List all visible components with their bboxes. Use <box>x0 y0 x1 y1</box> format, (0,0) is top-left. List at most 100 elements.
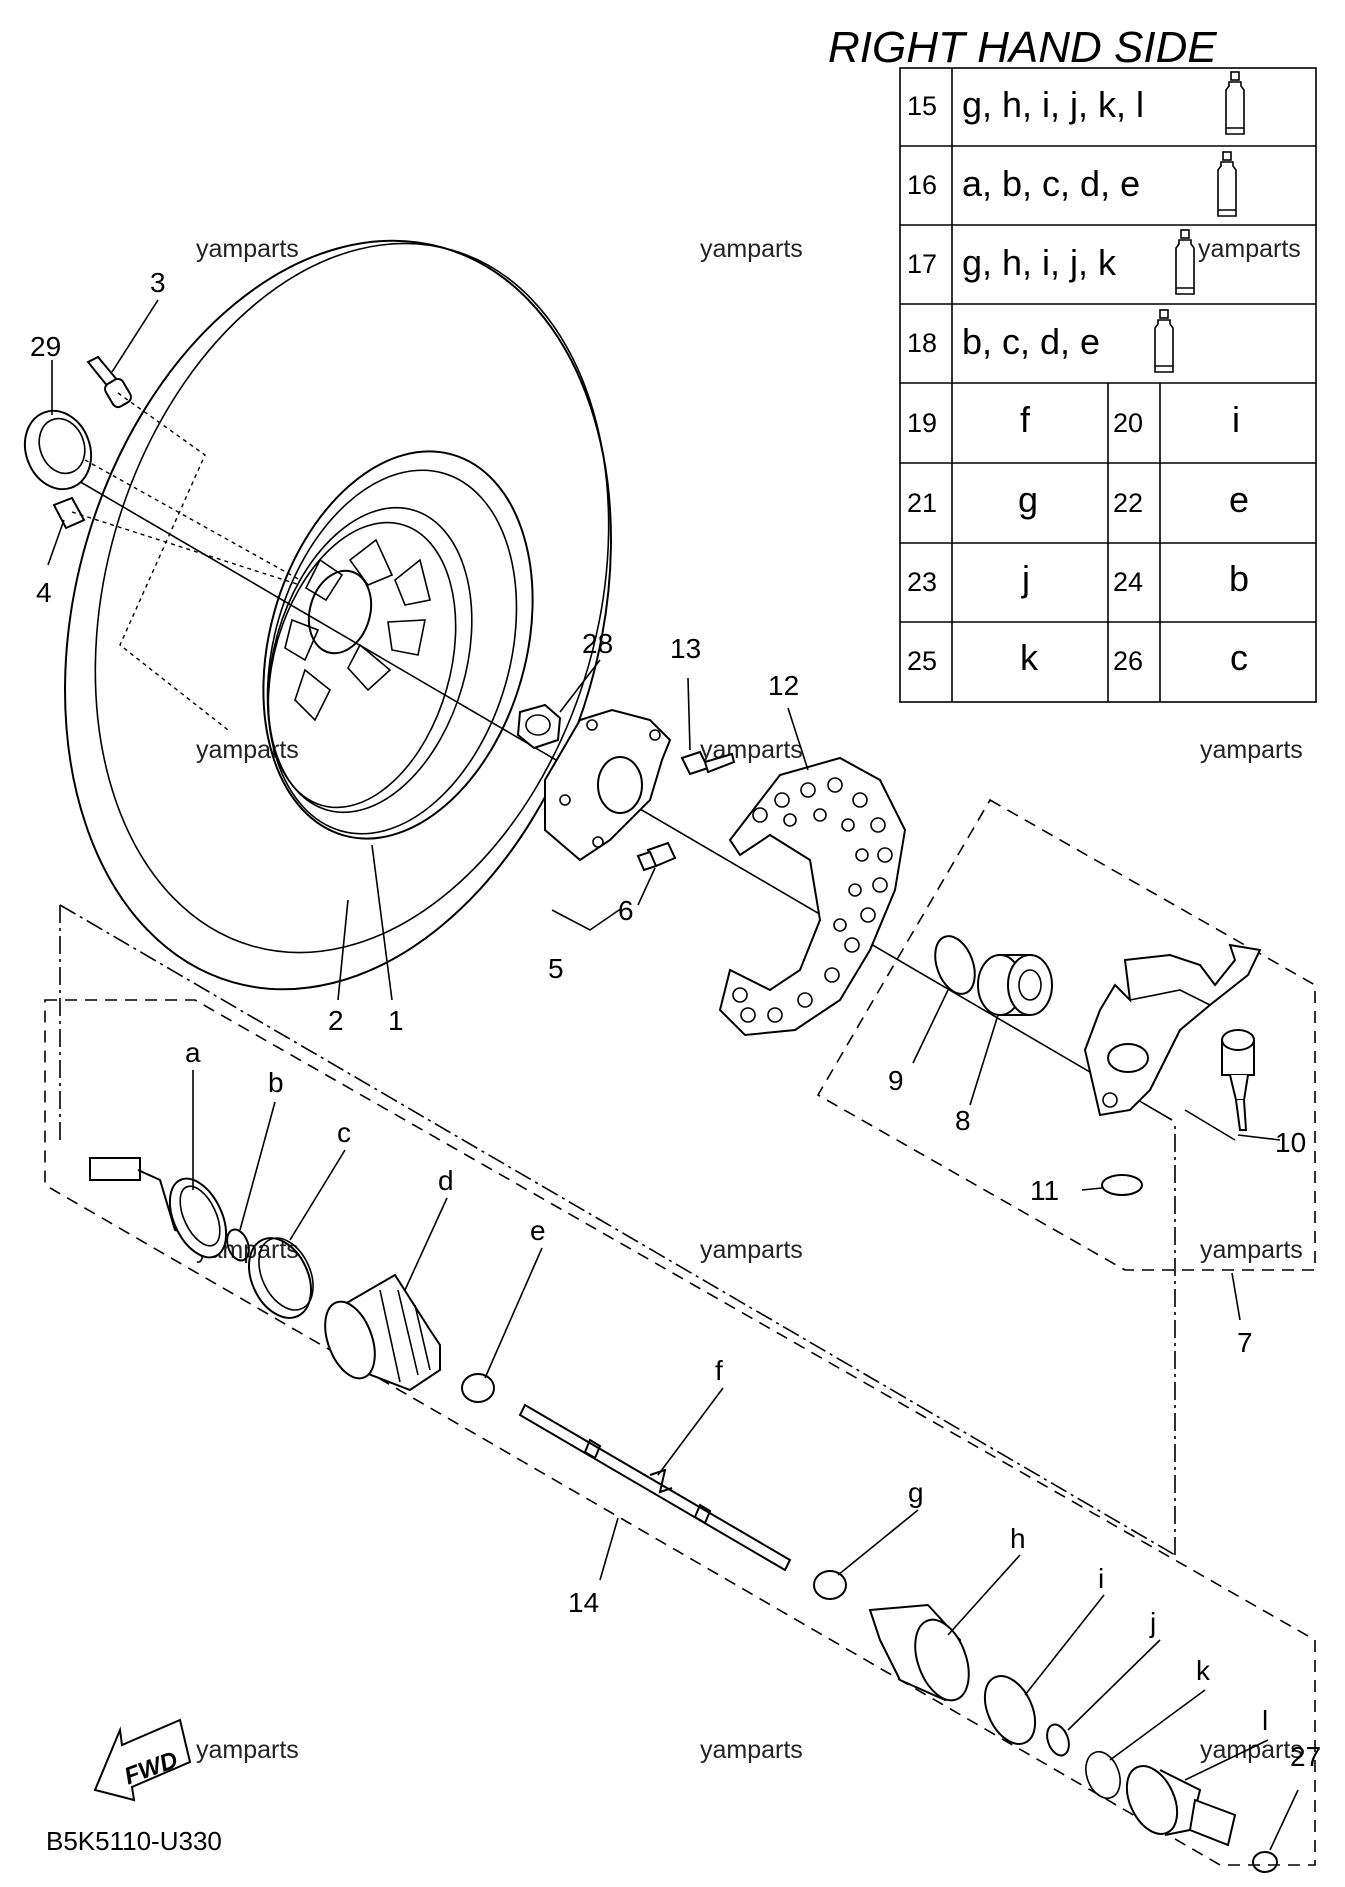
cv-joint-inner <box>1125 1765 1237 1847</box>
callout-4: 4 <box>36 577 52 608</box>
kit-table: 15 g, h, i, j, k, l 16 a, b, c, d, e 17 … <box>899 67 1317 703</box>
kit-pair-number: 24 <box>1113 567 1143 597</box>
kit-pair-letter: j <box>1021 558 1030 599</box>
callout-8: 8 <box>955 1105 971 1136</box>
callout-11: 11 <box>1030 1175 1059 1206</box>
kit-pair-letter: f <box>1020 399 1031 440</box>
grease-tube-icon <box>1154 309 1174 373</box>
kit-pair-letter: i <box>1232 399 1240 440</box>
callout-a: a <box>185 1037 201 1068</box>
callout-g: g <box>908 1477 924 1508</box>
disc-bolt <box>680 750 736 776</box>
boot-band-e <box>461 1373 495 1403</box>
diagram-code: B5K5110-U330 <box>46 1826 222 1856</box>
fwd-label: FWD <box>121 1746 182 1790</box>
callout-14: 14 <box>568 1587 599 1618</box>
brake-disc <box>718 756 907 1037</box>
snap-ring <box>1101 1174 1143 1196</box>
grease-tube-icon <box>1225 71 1245 135</box>
watermark-text: yamparts <box>700 235 803 263</box>
kit-pair-number: 23 <box>907 567 937 597</box>
kit-pair-number: 25 <box>907 646 937 676</box>
watermark-text: yamparts <box>196 235 299 263</box>
stud-bolt <box>636 841 677 872</box>
watermark-text: yamparts <box>196 736 299 764</box>
watermark-text: yamparts <box>700 1236 803 1264</box>
callout-3: 3 <box>150 267 166 298</box>
grease-tube-icon <box>1217 151 1237 217</box>
kit-pair-letter: g <box>1018 479 1038 520</box>
axle-nut <box>516 703 562 750</box>
valve-stem <box>86 355 132 409</box>
boot-band-i <box>983 1675 1037 1745</box>
callout-10: 10 <box>1275 1127 1306 1158</box>
kit-pair-number: 26 <box>1113 646 1143 676</box>
tire <box>64 239 612 991</box>
callout-7: 7 <box>1237 1327 1253 1358</box>
valve-cap <box>52 496 86 530</box>
callout-5: 5 <box>548 953 564 984</box>
callout-d: d <box>438 1165 454 1196</box>
callout-h: h <box>1010 1523 1026 1554</box>
callout-i: i <box>1098 1563 1104 1594</box>
kit-pair-letter: k <box>1020 637 1039 678</box>
kit-pair-letter: e <box>1229 479 1249 520</box>
callout-f: f <box>715 1355 723 1386</box>
kit-pair-letter: b <box>1229 558 1249 599</box>
callout-29: 29 <box>30 331 61 362</box>
kit-row-letters: g, h, i, j, k <box>962 242 1117 283</box>
kit-pair-number: 19 <box>907 408 937 438</box>
kit-pair-number: 20 <box>1113 408 1143 438</box>
callout-c: c <box>337 1117 351 1148</box>
boot-band-c <box>248 1237 314 1319</box>
callout-12: 12 <box>768 670 799 701</box>
circlip-27 <box>1252 1851 1278 1873</box>
watermark-text: yamparts <box>1200 1736 1303 1764</box>
steering-knuckle <box>1083 943 1262 1117</box>
watermark-text: yamparts <box>196 1736 299 1764</box>
kit-row-letters: g, h, i, j, k, l <box>962 84 1144 125</box>
kit-row-letters: b, c, d, e <box>962 321 1100 362</box>
cv-joint-outer <box>89 1157 228 1259</box>
kit-row-number: 15 <box>907 91 937 121</box>
watermark-text: yamparts <box>1198 235 1301 263</box>
wheel-bearing <box>977 954 1053 1016</box>
drive-shaft <box>518 1403 792 1572</box>
kit-row-number: 18 <box>907 328 937 358</box>
boot-band-g <box>813 1570 847 1600</box>
leader-lines <box>47 299 1299 1851</box>
kit-pair-letter: c <box>1230 637 1248 678</box>
circlip-j <box>1046 1723 1070 1757</box>
dust-boot-d <box>324 1273 441 1392</box>
watermark-text: yamparts <box>700 1736 803 1764</box>
kit-row-letters: a, b, c, d, e <box>962 163 1140 204</box>
watermark-text: yamparts <box>1200 736 1303 764</box>
dust-boot-h <box>868 1603 970 1702</box>
circlip-b <box>226 1228 250 1262</box>
callout-2: 2 <box>328 1005 344 1036</box>
wheel-rim <box>262 450 534 840</box>
grease-tube-icon <box>1175 229 1195 295</box>
callout-e: e <box>530 1215 546 1246</box>
callout-b: b <box>268 1067 284 1098</box>
circlip <box>934 935 976 995</box>
kit-row-number: 16 <box>907 170 937 200</box>
ball-joint <box>1221 1029 1255 1131</box>
callout-labels: 3 29 4 2 1 28 13 12 6 5 9 8 10 11 7 14 2… <box>30 267 1321 1772</box>
diagram-title: RIGHT HAND SIDE <box>828 23 1217 72</box>
callout-l: l <box>1262 1705 1268 1736</box>
fwd-arrow: FWD <box>93 1718 192 1802</box>
callout-13: 13 <box>670 633 701 664</box>
watermark-text: yamparts <box>1200 1236 1303 1264</box>
hub-cap <box>23 409 93 491</box>
callout-j: j <box>1149 1607 1156 1638</box>
kit-row-number: 17 <box>907 249 937 279</box>
callout-1: 1 <box>388 1005 404 1036</box>
stopper-ring-k <box>1085 1750 1121 1800</box>
kit-pair-number: 21 <box>907 488 937 518</box>
kit-pair-number: 22 <box>1113 488 1143 518</box>
wheel-hub <box>544 708 672 862</box>
callout-k: k <box>1196 1655 1211 1686</box>
callout-6: 6 <box>618 895 634 926</box>
